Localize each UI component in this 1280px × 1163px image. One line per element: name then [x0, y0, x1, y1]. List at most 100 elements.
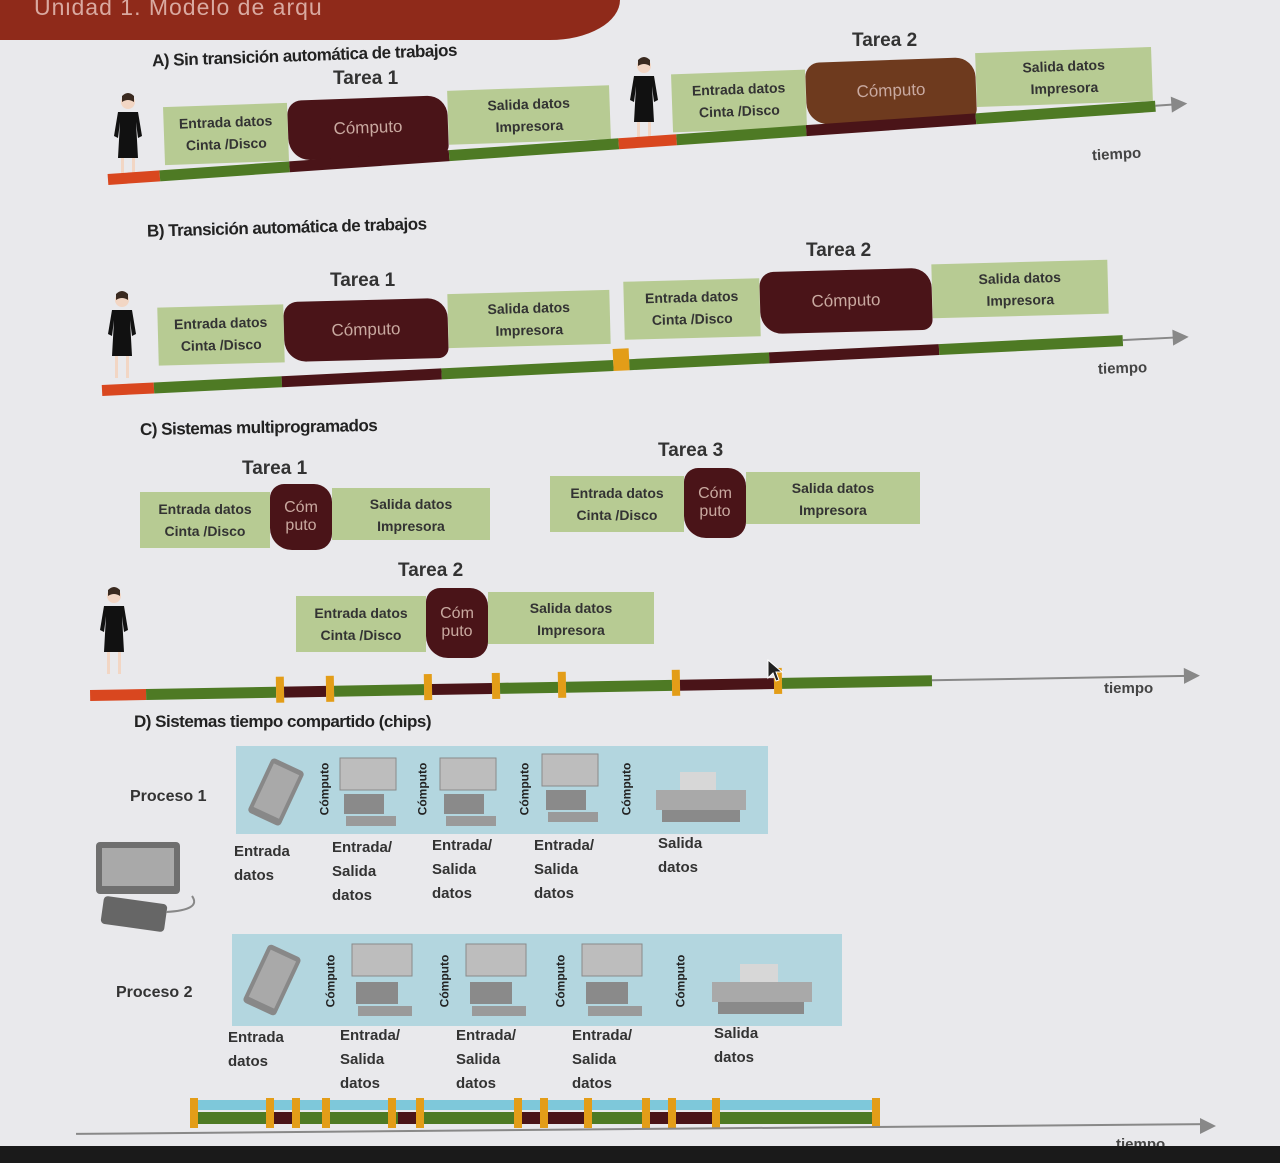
- timeline-segment: [676, 125, 807, 146]
- cinta-label: Cinta /Disco: [320, 627, 402, 643]
- transition-marker: [190, 1098, 198, 1128]
- tiempo-label: tiempo: [1091, 144, 1142, 165]
- header-bar: [0, 0, 620, 40]
- step-line: Entrada/: [332, 839, 393, 856]
- proceso2-label: Proceso 2: [116, 984, 193, 1001]
- timeline-segment: [565, 679, 673, 693]
- devices-icon: [96, 842, 196, 932]
- transition-marker: [668, 1098, 676, 1128]
- section-c-title: C) Sistemas multiprogramados: [139, 415, 378, 440]
- task-title-tarea2: Tarea 2: [852, 30, 918, 51]
- task-title-tarea2: Tarea 2: [398, 560, 464, 581]
- step-line: Entrada: [228, 1029, 284, 1046]
- impresora-label: Impresora: [799, 502, 867, 518]
- timeline-segment: [520, 1112, 546, 1124]
- timeline-segment: [975, 100, 1156, 125]
- com-label: Cóm: [698, 485, 732, 502]
- timeline-segment: [938, 335, 1124, 356]
- puto-label: puto: [699, 503, 731, 520]
- mouse-cursor-icon: [767, 658, 784, 682]
- step-entrada-salida: Entrada/ Salida datos: [332, 836, 392, 908]
- step-entrada-salida: Entrada/ Salida datos: [432, 834, 492, 906]
- timeline-segment: [781, 675, 933, 689]
- computo-vertical-label: Cómputo: [619, 762, 634, 816]
- timeline-segment: [145, 686, 277, 701]
- step-line: Salida: [534, 861, 579, 878]
- impresora-label: Impresora: [537, 622, 605, 638]
- proceso2-panel: Cómputo Cómputo Cómputo Cómputo: [232, 934, 842, 1026]
- entrada-label: Entrada datos: [158, 501, 252, 517]
- entrada-label: Entrada datos: [314, 605, 408, 621]
- com-label: Cóm: [284, 499, 318, 516]
- transition-marker: [514, 1098, 522, 1128]
- transition-marker: [491, 672, 501, 699]
- computo-vertical-label: Cómputo: [553, 954, 568, 1008]
- computo-block: Cóm puto: [270, 484, 332, 550]
- computo-block: Cóm puto: [684, 468, 746, 538]
- puto-label: puto: [441, 623, 473, 640]
- step-entrada: Entrada datos: [234, 840, 290, 888]
- printer-icon: [712, 964, 812, 1014]
- step-line: datos: [340, 1075, 381, 1092]
- entrada-datos-box: Entrada datos Cinta /Disco: [296, 596, 426, 652]
- step-line: Entrada/: [432, 837, 493, 854]
- computer-icon: [541, 753, 599, 822]
- computo-block: Cóm puto: [426, 588, 488, 658]
- step-line: datos: [432, 885, 473, 902]
- timeline-segment: [672, 1112, 718, 1124]
- transition-marker: [325, 675, 335, 702]
- computo-vertical-label: Cómputo: [673, 954, 688, 1008]
- axis-arrow-icon: [1200, 1118, 1216, 1134]
- com-label: Cóm: [440, 605, 474, 622]
- step-salida: Salida datos: [714, 1022, 758, 1070]
- transition-marker: [540, 1098, 548, 1128]
- timeline-segment: [90, 689, 147, 701]
- axis-line: [1122, 336, 1177, 342]
- transition-marker: [292, 1098, 300, 1128]
- computer-icon: [581, 943, 643, 1016]
- timeline-segment: [153, 376, 283, 394]
- timeline-segment: [333, 684, 425, 697]
- computer-icon: [351, 943, 413, 1016]
- timeline-segment: [270, 1112, 296, 1124]
- computo-vertical-label: Cómputo: [517, 762, 532, 816]
- step-line: datos: [332, 887, 373, 904]
- transition-marker: [557, 671, 567, 698]
- step-entrada-salida: Entrada/ Salida datos: [340, 1024, 400, 1096]
- transition-marker: [642, 1098, 650, 1128]
- screen-bezel: [0, 1146, 1280, 1163]
- puto-label: puto: [285, 517, 317, 534]
- printer-icon: [656, 772, 746, 822]
- task-title-tarea2: Tarea 2: [806, 240, 872, 261]
- woman-icon: [108, 291, 136, 378]
- entrada-datos-box: Entrada datos Cinta /Disco: [550, 476, 684, 532]
- timeline-segment: [546, 1112, 586, 1124]
- tiempo-label: tiempo: [1104, 680, 1154, 697]
- step-line: datos: [234, 867, 275, 884]
- timeline-segment: [629, 352, 770, 371]
- salida-label: Salida datos: [791, 480, 875, 496]
- transition-marker: [416, 1098, 424, 1128]
- transition-marker: [872, 1098, 880, 1128]
- timeline-segment: [431, 682, 493, 696]
- step-line: datos: [572, 1075, 613, 1092]
- timeline-segment: [805, 113, 977, 137]
- step-line: Salida: [332, 863, 377, 880]
- step-entrada-salida: Entrada/ Salida datos: [456, 1024, 516, 1096]
- timeline-c: [89, 640, 1210, 710]
- computer-icon: [465, 943, 527, 1016]
- timeline-segment: [107, 170, 161, 185]
- salida-label: Salida datos: [529, 600, 613, 616]
- step-line: Salida: [432, 861, 477, 878]
- step-line: Salida: [714, 1025, 759, 1042]
- salida-datos-box: Salida datos Impresora: [332, 488, 490, 540]
- step-line: Salida: [658, 835, 703, 852]
- step-line: datos: [714, 1049, 755, 1066]
- tablet-icon: [243, 944, 301, 1016]
- timeline-segment: [281, 368, 442, 388]
- tablet-icon: [248, 758, 304, 826]
- timeline-d: [190, 1098, 880, 1128]
- step-line: Salida: [572, 1051, 617, 1068]
- timeline-segment: [768, 344, 940, 364]
- step-line: datos: [456, 1075, 497, 1092]
